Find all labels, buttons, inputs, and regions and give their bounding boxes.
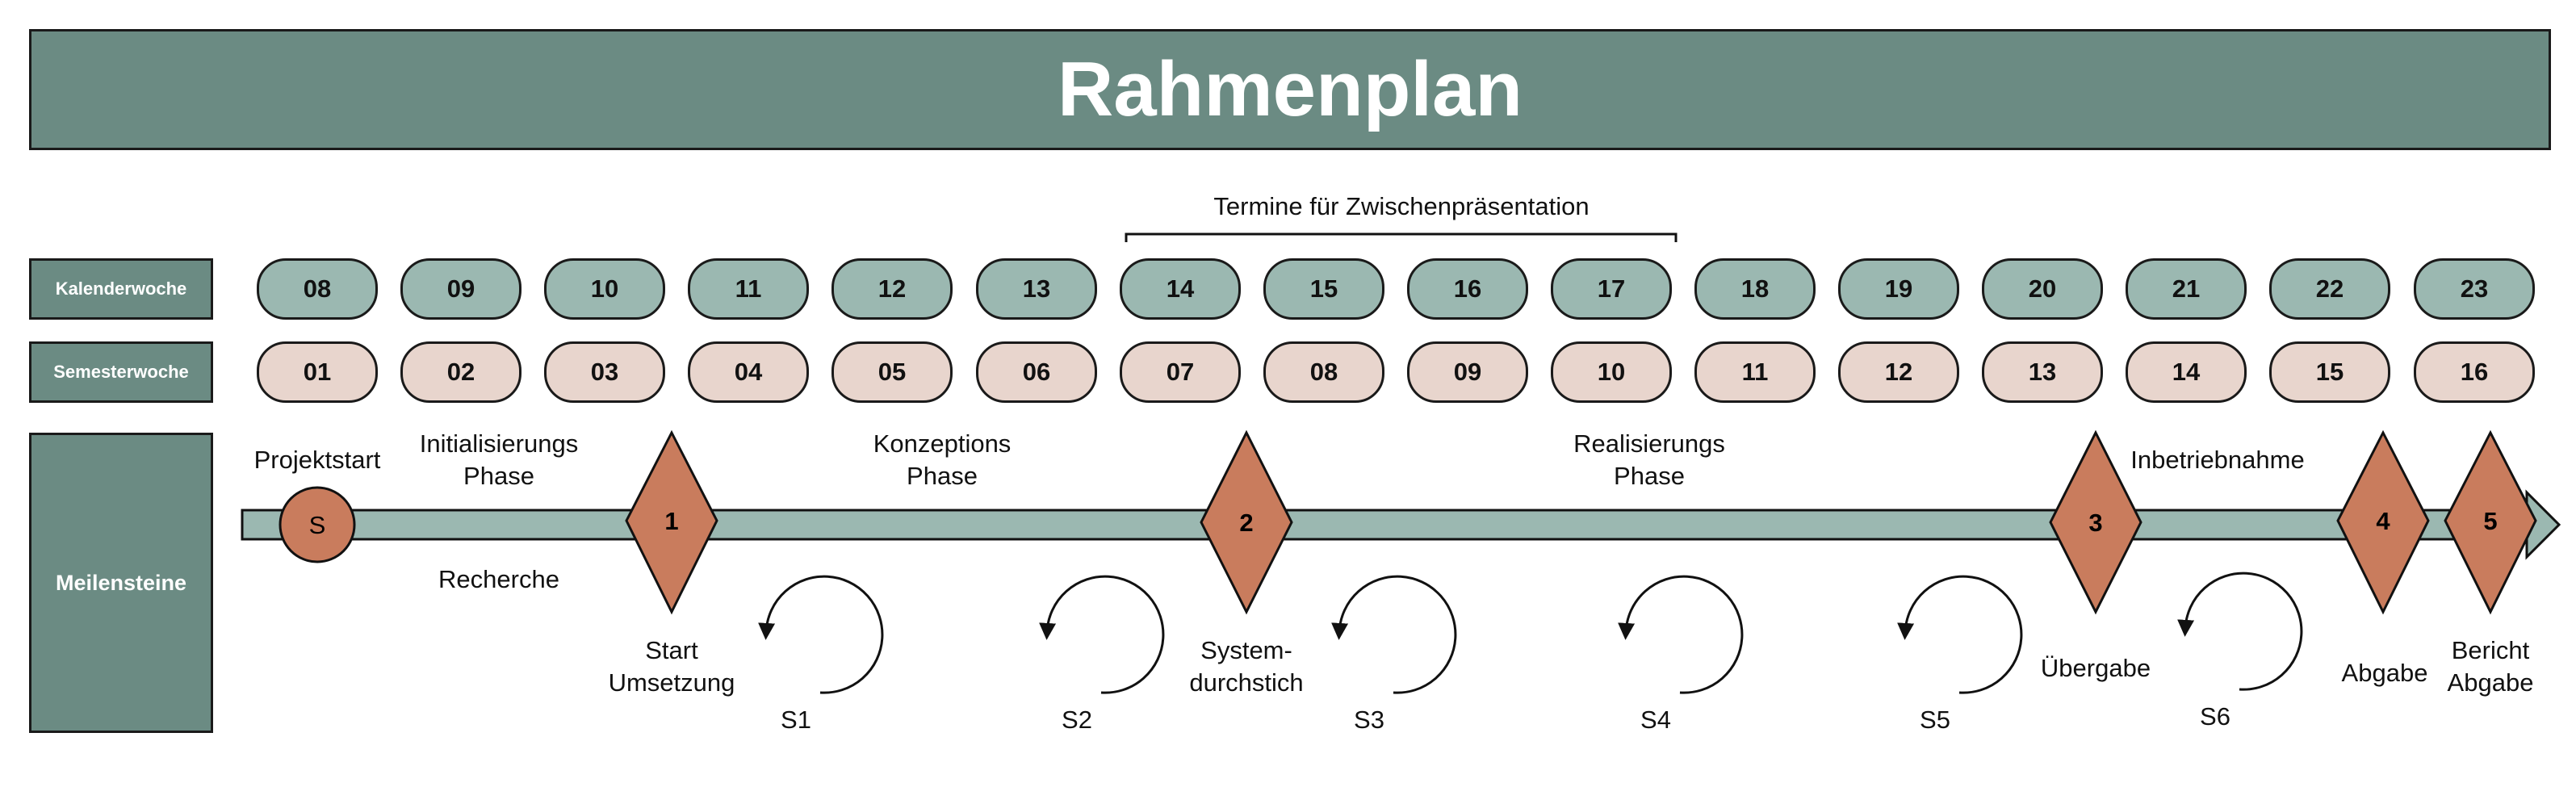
title-banner: Rahmenplan xyxy=(29,29,2551,150)
milestone-4-label: 4 xyxy=(2376,507,2390,535)
label-start-line1: Start xyxy=(645,636,698,664)
sprint-loop-1 xyxy=(758,575,884,694)
label-init-phase: Initialisierungs Phase xyxy=(420,428,578,492)
label-sys-line2: durchstich xyxy=(1189,668,1304,697)
kw-pill-20: 20 xyxy=(1982,258,2103,320)
sw-pill-02: 02 xyxy=(400,341,521,403)
sprint-loop-6 xyxy=(2177,572,2303,691)
kw-pill-19: 19 xyxy=(1838,258,1959,320)
sw-pill-15: 15 xyxy=(2269,341,2390,403)
kw-pill-12: 12 xyxy=(831,258,953,320)
row-label-kalenderwoche: Kalenderwoche xyxy=(29,258,213,320)
sprint-label-4: S4 xyxy=(1640,706,1671,734)
milestone-3-label: 3 xyxy=(2088,509,2102,537)
label-start-line2: Umsetzung xyxy=(608,668,735,697)
label-abgabe: Abgabe xyxy=(2341,659,2428,687)
label-bericht-abgabe: Bericht Abgabe xyxy=(2448,634,2534,699)
kw-pill-10: 10 xyxy=(544,258,665,320)
sw-pill-16: 16 xyxy=(2414,341,2535,403)
milestone-4: 4 xyxy=(2336,429,2430,615)
milestone-5-label: 5 xyxy=(2483,507,2497,535)
sw-pill-08: 08 xyxy=(1263,341,1384,403)
label-recherche: Recherche xyxy=(438,565,559,593)
sprint-label-5: S5 xyxy=(1920,706,1950,734)
label-bericht-line2: Abgabe xyxy=(2447,668,2534,697)
milestone-1-label: 1 xyxy=(664,507,678,535)
milestone-2-label: 2 xyxy=(1239,509,1253,537)
kw-pill-22: 22 xyxy=(2269,258,2390,320)
sw-pill-05: 05 xyxy=(831,341,953,403)
label-inbetriebnahme: Inbetriebnahme xyxy=(2130,446,2305,474)
page-title: Rahmenplan xyxy=(1057,46,1523,132)
kw-pill-15: 15 xyxy=(1263,258,1384,320)
milestone-1: 1 xyxy=(625,429,718,615)
label-konz-line1: Konzeptions xyxy=(873,429,1012,458)
label-konzeptions-phase: Konzeptions Phase xyxy=(873,428,1012,492)
row-label-meilensteine: Meilensteine xyxy=(29,433,213,733)
milestone-5: 5 xyxy=(2444,429,2537,615)
kw-pill-09: 09 xyxy=(400,258,521,320)
sw-pill-04: 04 xyxy=(688,341,809,403)
kw-pill-13: 13 xyxy=(976,258,1097,320)
row-label-semesterwoche: Semesterwoche xyxy=(29,341,213,403)
label-bericht-line1: Bericht xyxy=(2451,636,2530,664)
sw-pill-01: 01 xyxy=(257,341,378,403)
milestone-3: 3 xyxy=(2049,429,2142,615)
label-start-umsetzung: Start Umsetzung xyxy=(609,634,735,699)
label-real-line2: Phase xyxy=(1614,462,1685,490)
sprint-label-1: S1 xyxy=(781,706,811,734)
start-marker-label: S xyxy=(309,511,326,539)
sw-pill-13: 13 xyxy=(1982,341,2103,403)
start-marker xyxy=(279,486,356,563)
kw-pill-16: 16 xyxy=(1407,258,1528,320)
sprint-loop-3 xyxy=(1331,575,1457,694)
sprint-loop-5 xyxy=(1897,575,2023,694)
sprint-loop-4 xyxy=(1618,575,1744,694)
kw-pill-14: 14 xyxy=(1120,258,1241,320)
sw-pill-06: 06 xyxy=(976,341,1097,403)
label-init-line2: Phase xyxy=(463,462,534,490)
sw-pill-12: 12 xyxy=(1838,341,1959,403)
sw-pill-10: 10 xyxy=(1551,341,1672,403)
kw-pill-17: 17 xyxy=(1551,258,1672,320)
kw-pill-11: 11 xyxy=(688,258,809,320)
label-konz-line2: Phase xyxy=(907,462,978,490)
label-uebergabe: Übergabe xyxy=(2040,654,2151,682)
label-init-line1: Initialisierungs xyxy=(419,429,579,458)
sw-pill-09: 09 xyxy=(1407,341,1528,403)
kw-pill-18: 18 xyxy=(1694,258,1816,320)
sprint-label-3: S3 xyxy=(1354,706,1384,734)
presentation-bracket xyxy=(1125,232,1678,242)
sprint-loop-2 xyxy=(1039,575,1165,694)
milestone-2: 2 xyxy=(1200,429,1293,615)
label-projektstart: Projektstart xyxy=(253,446,381,474)
sw-pill-14: 14 xyxy=(2126,341,2247,403)
sprint-label-6: S6 xyxy=(2200,702,2230,731)
kw-pill-08: 08 xyxy=(257,258,378,320)
label-systemdurchstich: System- durchstich xyxy=(1189,634,1303,699)
bracket-label: Termine für Zwischenpräsentation xyxy=(1213,192,1590,220)
label-realisierungs-phase: Realisierungs Phase xyxy=(1573,428,1725,492)
label-real-line1: Realisierungs xyxy=(1573,429,1725,458)
sw-pill-07: 07 xyxy=(1120,341,1241,403)
sw-pill-11: 11 xyxy=(1694,341,1816,403)
label-sys-line1: System- xyxy=(1200,636,1292,664)
sprint-label-2: S2 xyxy=(1062,706,1092,734)
kw-pill-23: 23 xyxy=(2414,258,2535,320)
kw-pill-21: 21 xyxy=(2126,258,2247,320)
timeline-arrow xyxy=(241,489,2561,560)
sw-pill-03: 03 xyxy=(544,341,665,403)
